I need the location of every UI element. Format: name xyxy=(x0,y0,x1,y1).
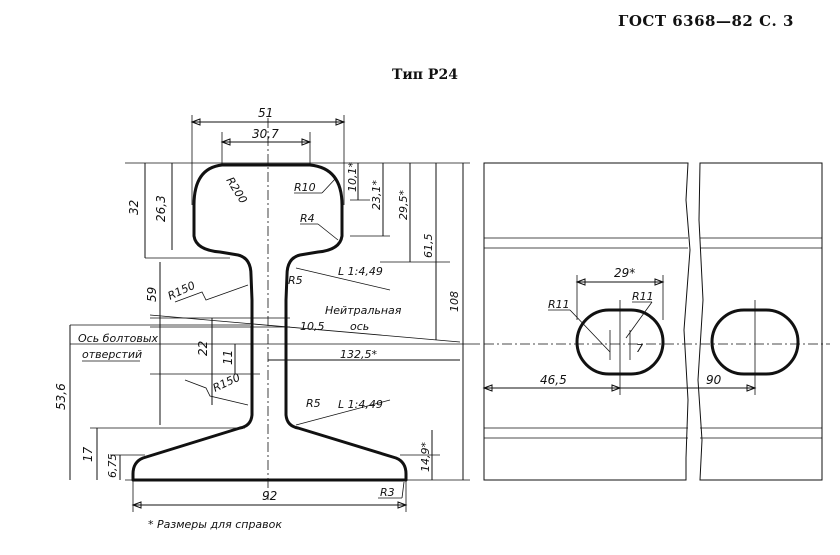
dim-17: 17 xyxy=(81,446,95,462)
document-header: ГОСТ 6368—82 С. 3 xyxy=(618,12,794,30)
dim-14-9: 14,9* xyxy=(419,442,432,472)
dim-22: 22 xyxy=(196,341,210,356)
dim-108: 108 xyxy=(448,291,461,312)
dim-53-6: 53,6 xyxy=(54,383,68,410)
dim-92: 92 xyxy=(262,489,277,503)
leader xyxy=(295,399,391,426)
radius-r150-top: R150 xyxy=(166,279,197,303)
leader xyxy=(295,267,391,291)
radius-r150-bot: R150 xyxy=(211,371,242,395)
leader xyxy=(317,223,339,241)
dim-59: 59 xyxy=(145,287,159,302)
dim-132-5: 132,5* xyxy=(340,348,377,361)
leader xyxy=(174,284,249,303)
arrowheads xyxy=(190,118,346,126)
dim-51: 51 xyxy=(258,106,273,120)
dim-46-5: 46,5 xyxy=(540,373,567,387)
radius-r11-b: R11 xyxy=(632,290,654,303)
bolt-axis-label: Ось болтовых xyxy=(78,332,159,345)
dim-7: 7 xyxy=(636,342,643,355)
radius-r3: R3 xyxy=(380,486,395,499)
arrowheads xyxy=(575,278,665,286)
slope-bot: L 1:4,49 xyxy=(338,398,383,411)
radius-r5-top: R5 xyxy=(288,274,303,287)
leader xyxy=(321,177,337,194)
dim-26-3: 26,3 xyxy=(154,195,168,222)
dim-90: 90 xyxy=(706,373,722,387)
leader xyxy=(184,379,249,406)
footnote: * Размеры для справок xyxy=(148,518,282,531)
dim-29-5: 29,5* xyxy=(397,190,410,220)
radius-r4: R4 xyxy=(300,212,315,225)
arrowheads xyxy=(131,501,408,509)
radius-r5-bot: R5 xyxy=(306,397,321,410)
arrowheads xyxy=(220,138,312,146)
slope-top: L 1:4,49 xyxy=(338,265,383,278)
radius-r10: R10 xyxy=(294,181,316,194)
side-view xyxy=(483,162,823,481)
dim-6-75: 6,75 xyxy=(106,454,119,479)
leader xyxy=(401,481,405,499)
dim-29: 29* xyxy=(614,266,635,280)
dim-61-5: 61,5 xyxy=(422,234,435,259)
neutral-axis-label: Нейтральная xyxy=(325,304,402,317)
radius-r11-a: R11 xyxy=(548,298,570,311)
dim-10-1: 10,1* xyxy=(346,162,359,192)
dim-32: 32 xyxy=(127,200,141,215)
arrowheads xyxy=(482,384,622,392)
dim-10-5: 10,5 xyxy=(300,320,325,333)
dim-11: 11 xyxy=(221,350,235,365)
neutral-axis-leader xyxy=(149,314,461,343)
section-title: Тип Р24 xyxy=(392,67,458,83)
leader xyxy=(625,301,653,339)
neutral-axis-label-2: ось xyxy=(350,320,369,333)
radius-r200: R200 xyxy=(223,175,249,206)
dim-23-1: 23,1* xyxy=(370,180,383,210)
bolt-axis-label-2: отверстий xyxy=(82,348,142,361)
dim-30-7: 30,7 xyxy=(252,127,279,141)
arrowheads xyxy=(746,384,757,392)
leader xyxy=(569,309,611,353)
